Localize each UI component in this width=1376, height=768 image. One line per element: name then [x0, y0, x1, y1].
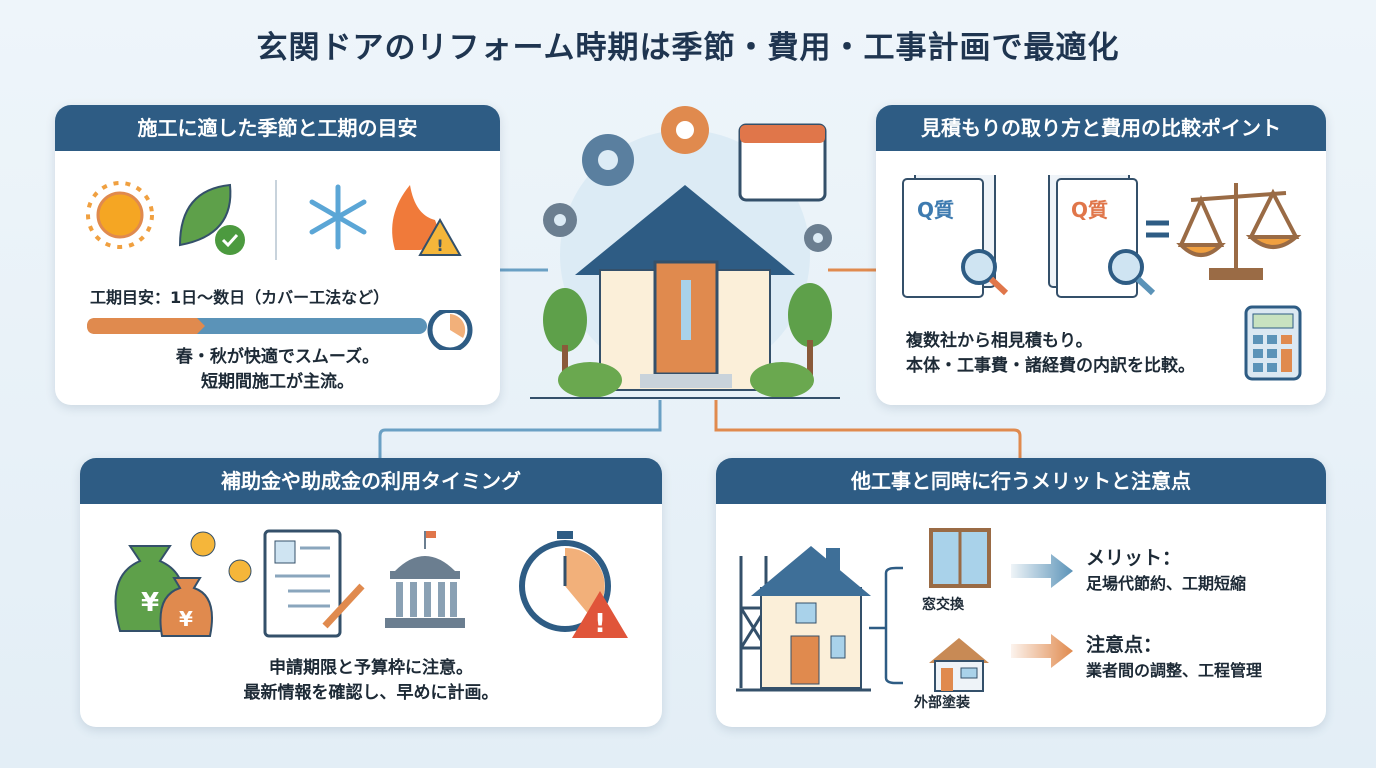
- estimate-line-1: 複数社から相見積もり。: [906, 331, 1093, 351]
- clock-warning-icon: !: [519, 531, 628, 639]
- page-title: 玄関ドアのリフォーム時期は季節・費用・工事計画で最適化: [256, 30, 1120, 66]
- result-arrows: [1011, 554, 1073, 668]
- season-icons: !: [86, 180, 462, 260]
- caution-text: 業者間の調整、工程管理: [1086, 661, 1263, 680]
- combined-work-card: 他工事と同時に行うメリットと注意点 窓交換 外部塗装 メリット： 足場代節約、工…: [716, 458, 1326, 727]
- painted-house-icon: [929, 638, 989, 692]
- subsidy-card: 補助金や助成金の利用タイミング ¥ ¥ ! 申請期限と予算枠に注意。 最新情報を…: [80, 458, 662, 727]
- estimate-card: 見積もりの取り方と費用の比較ポイント Q質 Q質 複数社から相見積もり。 本体・…: [876, 105, 1326, 405]
- estimate-icons: Q質 Q質: [902, 175, 1302, 298]
- branch-arrow-icon: [869, 566, 903, 685]
- subsidy-icons: ¥ ¥ !: [114, 529, 628, 639]
- stopwatch-icon: [427, 310, 473, 350]
- item-painting-label: 外部塗装: [914, 695, 970, 711]
- subsidy-heading: 補助金や助成金の利用タイミング: [80, 458, 662, 504]
- duration-progress-bar: [87, 310, 473, 350]
- leaf-check-icon: [178, 183, 245, 255]
- doc-label: Q質: [917, 198, 954, 222]
- document-magnifier-icon: Q質: [902, 175, 1009, 298]
- merit-arrow-icon: [1011, 554, 1073, 588]
- snowflake-icon: [309, 184, 367, 250]
- caution-arrow-icon: [1011, 634, 1073, 668]
- yen-symbol: ¥: [141, 588, 159, 618]
- scale-icon: [1176, 183, 1302, 280]
- window-icon: [929, 528, 991, 588]
- subsidy-line-1: 申請期限と予算枠に注意。: [269, 658, 473, 678]
- merit-title: メリット：: [1086, 547, 1182, 569]
- fire-warning-icon: !: [392, 185, 462, 256]
- combined-heading: 他工事と同時に行うメリットと注意点: [716, 458, 1326, 504]
- svg-text:!: !: [594, 609, 606, 639]
- sun-icon: [86, 181, 154, 249]
- season-heading: 施工に適した季節と工期の目安: [55, 105, 500, 151]
- caution-title: 注意点：: [1086, 634, 1163, 656]
- season-line-1: 春・秋が快適でスムーズ。: [175, 347, 380, 367]
- gear-icon: [582, 134, 634, 186]
- estimate-line-2: 本体・工事費・諸経費の内訳を比較。: [906, 356, 1195, 376]
- gear-icon: [543, 203, 832, 252]
- combined-icons: [736, 528, 991, 692]
- duration-text: 工期目安：1日〜数日（カバー工法など）: [90, 288, 390, 307]
- scaffold-house-icon: [736, 546, 871, 692]
- season-card: 施工に適した季節と工期の目安 ! 工期目安：1日〜数日（カバー工法など） 春・秋…: [55, 105, 500, 405]
- tree-icon: [788, 283, 832, 385]
- estimate-heading: 見積もりの取り方と費用の比較ポイント: [876, 105, 1326, 151]
- document-magnifier-icon: Q質: [1048, 175, 1156, 298]
- house-door-illustration: [530, 106, 840, 399]
- season-line-2: 短期間施工が主流。: [201, 372, 354, 392]
- money-bag-yen-icon: ¥ ¥: [114, 531, 252, 637]
- tree-icon: [543, 288, 587, 385]
- merit-text: 足場代節約、工期短縮: [1086, 574, 1247, 593]
- calendar-icon: [738, 123, 827, 202]
- doc-label: Q質: [1071, 198, 1108, 222]
- yen-symbol: ¥: [179, 607, 193, 631]
- equals-icon: [1146, 220, 1169, 238]
- subsidy-line-2: 最新情報を確認し、早めに計画。: [243, 683, 499, 703]
- item-window-label: 窓交換: [922, 597, 964, 613]
- svg-text:!: !: [436, 236, 443, 255]
- application-form-icon: [263, 529, 365, 638]
- gear-icon: [661, 106, 709, 154]
- calculator-icon: [1244, 305, 1302, 381]
- government-building-icon: [385, 531, 465, 628]
